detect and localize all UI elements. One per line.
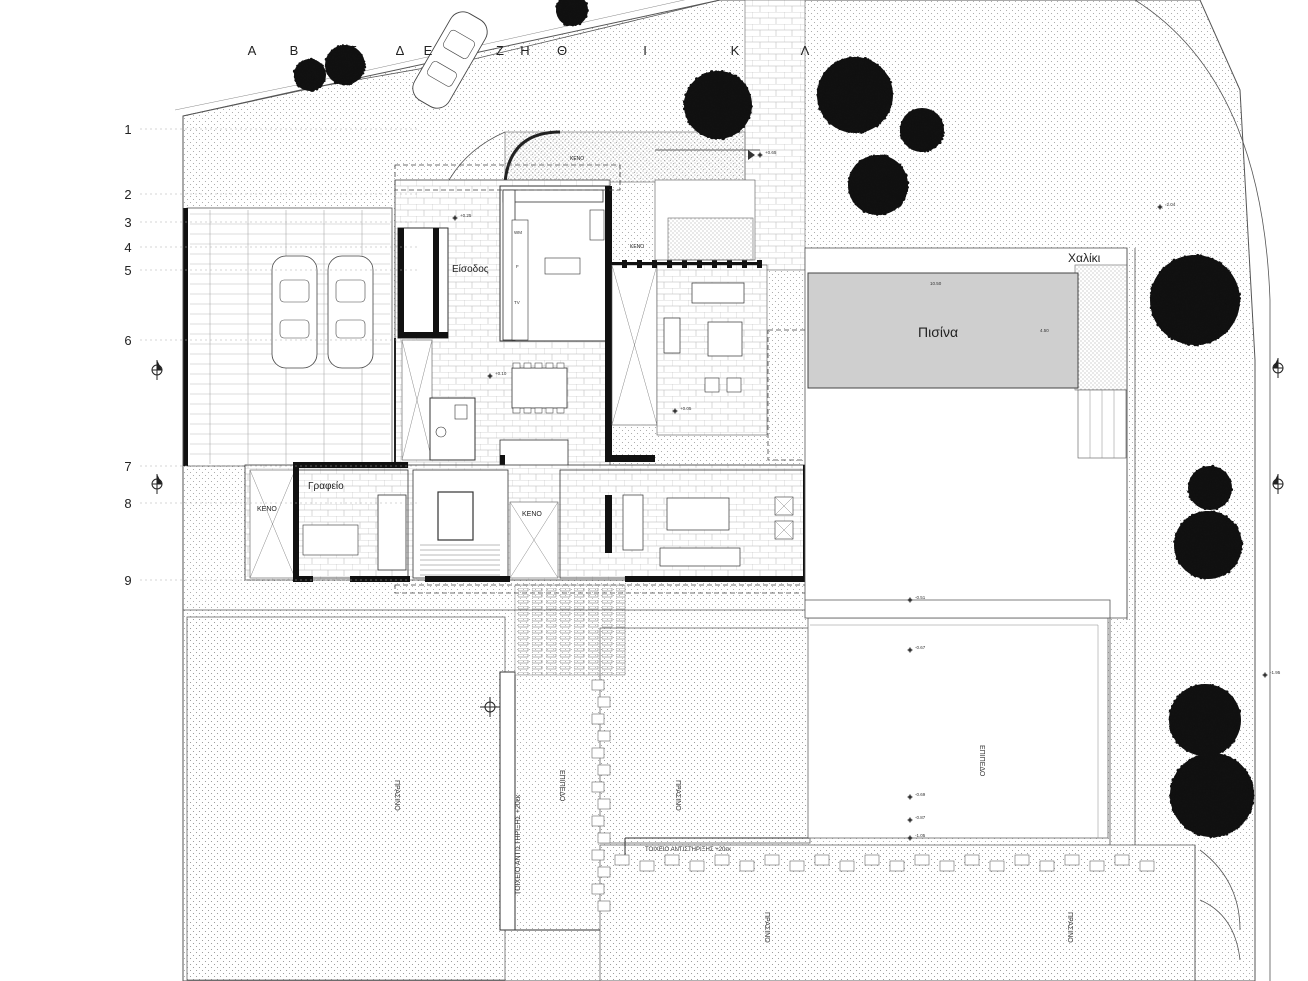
level-mark: +0.05 [672,406,692,414]
grid-lines [140,128,420,581]
pool-length: 10.50 [930,281,942,286]
car-2 [327,255,374,369]
level-mark: -0.67 [907,645,926,653]
car-1 [271,255,318,369]
tree-icon [1168,683,1242,757]
grid-row-9: 9 [124,573,131,588]
grid-col-9: Ι [643,43,647,58]
level-mark: -0.69 [907,792,926,800]
entrance-cabinet [397,227,449,339]
carport-wall [183,208,188,466]
room-label-pool: Πισίνα [918,324,958,340]
level-mark: +0.65 [757,150,777,158]
lawn-lower-mid [599,627,811,844]
tree-icon [1187,464,1234,511]
level-label-1: ΕΠΙΠΕΔΟ [558,770,565,802]
grid-col-11: Λ [801,43,810,58]
grid-row-3: 3 [124,215,131,230]
retaining-wall-vertical-label: ΤΟΙΧΕΙΟ ΑΝΤΙΣΤΗΡΙΞΗΣ +20εκ [515,794,522,895]
grid-col-8: Θ [557,43,567,58]
section-marker-right-2 [1272,474,1284,494]
grid-row-7: 7 [124,459,131,474]
void-label-4: ΚΕΝΟ [570,156,584,162]
lawn-label-3: ΠΡΑΣΙΝΟ [763,912,770,943]
grid-col-4: Δ [396,43,405,58]
grid-row-4: 4 [124,240,131,255]
void-label-1: ΚΕΝΟ [257,506,277,513]
tree-icon [1149,253,1242,347]
wc-block [429,397,476,461]
entrance-path [504,131,746,183]
gravel-area [1074,264,1128,391]
tree-icon [847,154,910,216]
terrace-pergola-posts [612,260,762,268]
level-mark: -2.04 [1157,202,1176,210]
street-car [412,11,488,109]
room-label-office: Γραφείο [308,480,344,492]
tree-icon [816,56,894,134]
level-mark: -1.95 [1262,670,1281,678]
grid-row-labels: 1 2 3 4 5 6 7 8 9 [124,122,131,588]
kitchen-f-label: F [516,264,519,269]
stepping-stones [514,584,1155,912]
lawn-label-4: ΠΡΑΣΙΝΟ [1066,912,1073,943]
pool [807,272,1079,389]
grid-row-8: 8 [124,496,131,511]
void-label-3: ΚΕΝΟ [630,244,644,250]
lawn-label-2: ΠΡΑΣΙΝΟ [674,780,681,811]
level-mark: -0.87 [907,815,926,823]
void-label-2: ΚΕΝΟ [522,511,542,518]
tree-icon [899,108,945,153]
level-mark: -0.51 [907,595,926,603]
section-marker-right-1 [1272,358,1284,378]
tree-icon [555,0,589,27]
kitchen-wm-label: WM [514,230,522,235]
tree-icon [292,57,327,92]
grid-row-1: 1 [124,122,131,137]
lawn-label-1: ΠΡΑΣΙΝΟ [393,780,400,811]
lawn-lower-left [186,616,506,981]
tree-icon [1173,510,1244,580]
room-label-entrance: Είσοδος [452,263,489,275]
pool-width: 4.50 [1040,328,1049,333]
level-marks: +0.25 +0.10 +0.05 -0.51 -0.67 -0.69 -0.87 -1.05… [452,150,1281,841]
level-mark: -1.05 [907,833,926,841]
level-area-right [807,617,1109,839]
site-boundary-outer-curve [1134,0,1271,981]
kitchen-tv-label: TV [514,300,520,305]
section-marker-bottom [480,697,500,717]
level-mark: +0.25 [452,213,472,221]
street-edge [182,0,721,117]
grid-col-2: Β [290,43,299,58]
grid-row-5: 5 [124,263,131,278]
grid-col-10: Κ [731,43,740,58]
grid-row-2: 2 [124,187,131,202]
retaining-wall-label: ΤΟΙΧΕΙΟ ΑΝΤΙΣΤΗΡΙΞΗΣ +20εκ [645,847,732,853]
section-marker-left-2 [151,474,163,494]
room-label-gravel: Χαλίκι [1068,251,1101,265]
grid-col-7: Η [520,43,529,58]
grid-col-5: Ε [424,43,433,58]
tree-icon [1169,752,1255,839]
grid-col-1: Α [248,43,257,58]
level-mark: +0.10 [487,371,507,379]
grid-col-6: Ζ [496,43,504,58]
section-marker-left-1 [151,360,163,380]
dining-table [511,362,568,414]
tree-icon [682,70,753,141]
level-label-2: ΕΠΙΠΕΔΟ [978,745,985,777]
retaining-wall-strip [499,671,516,931]
kitchen-island [499,439,569,469]
grid-row-6: 6 [124,333,131,348]
entrance-curve [503,130,561,183]
tree-icon [324,44,367,86]
